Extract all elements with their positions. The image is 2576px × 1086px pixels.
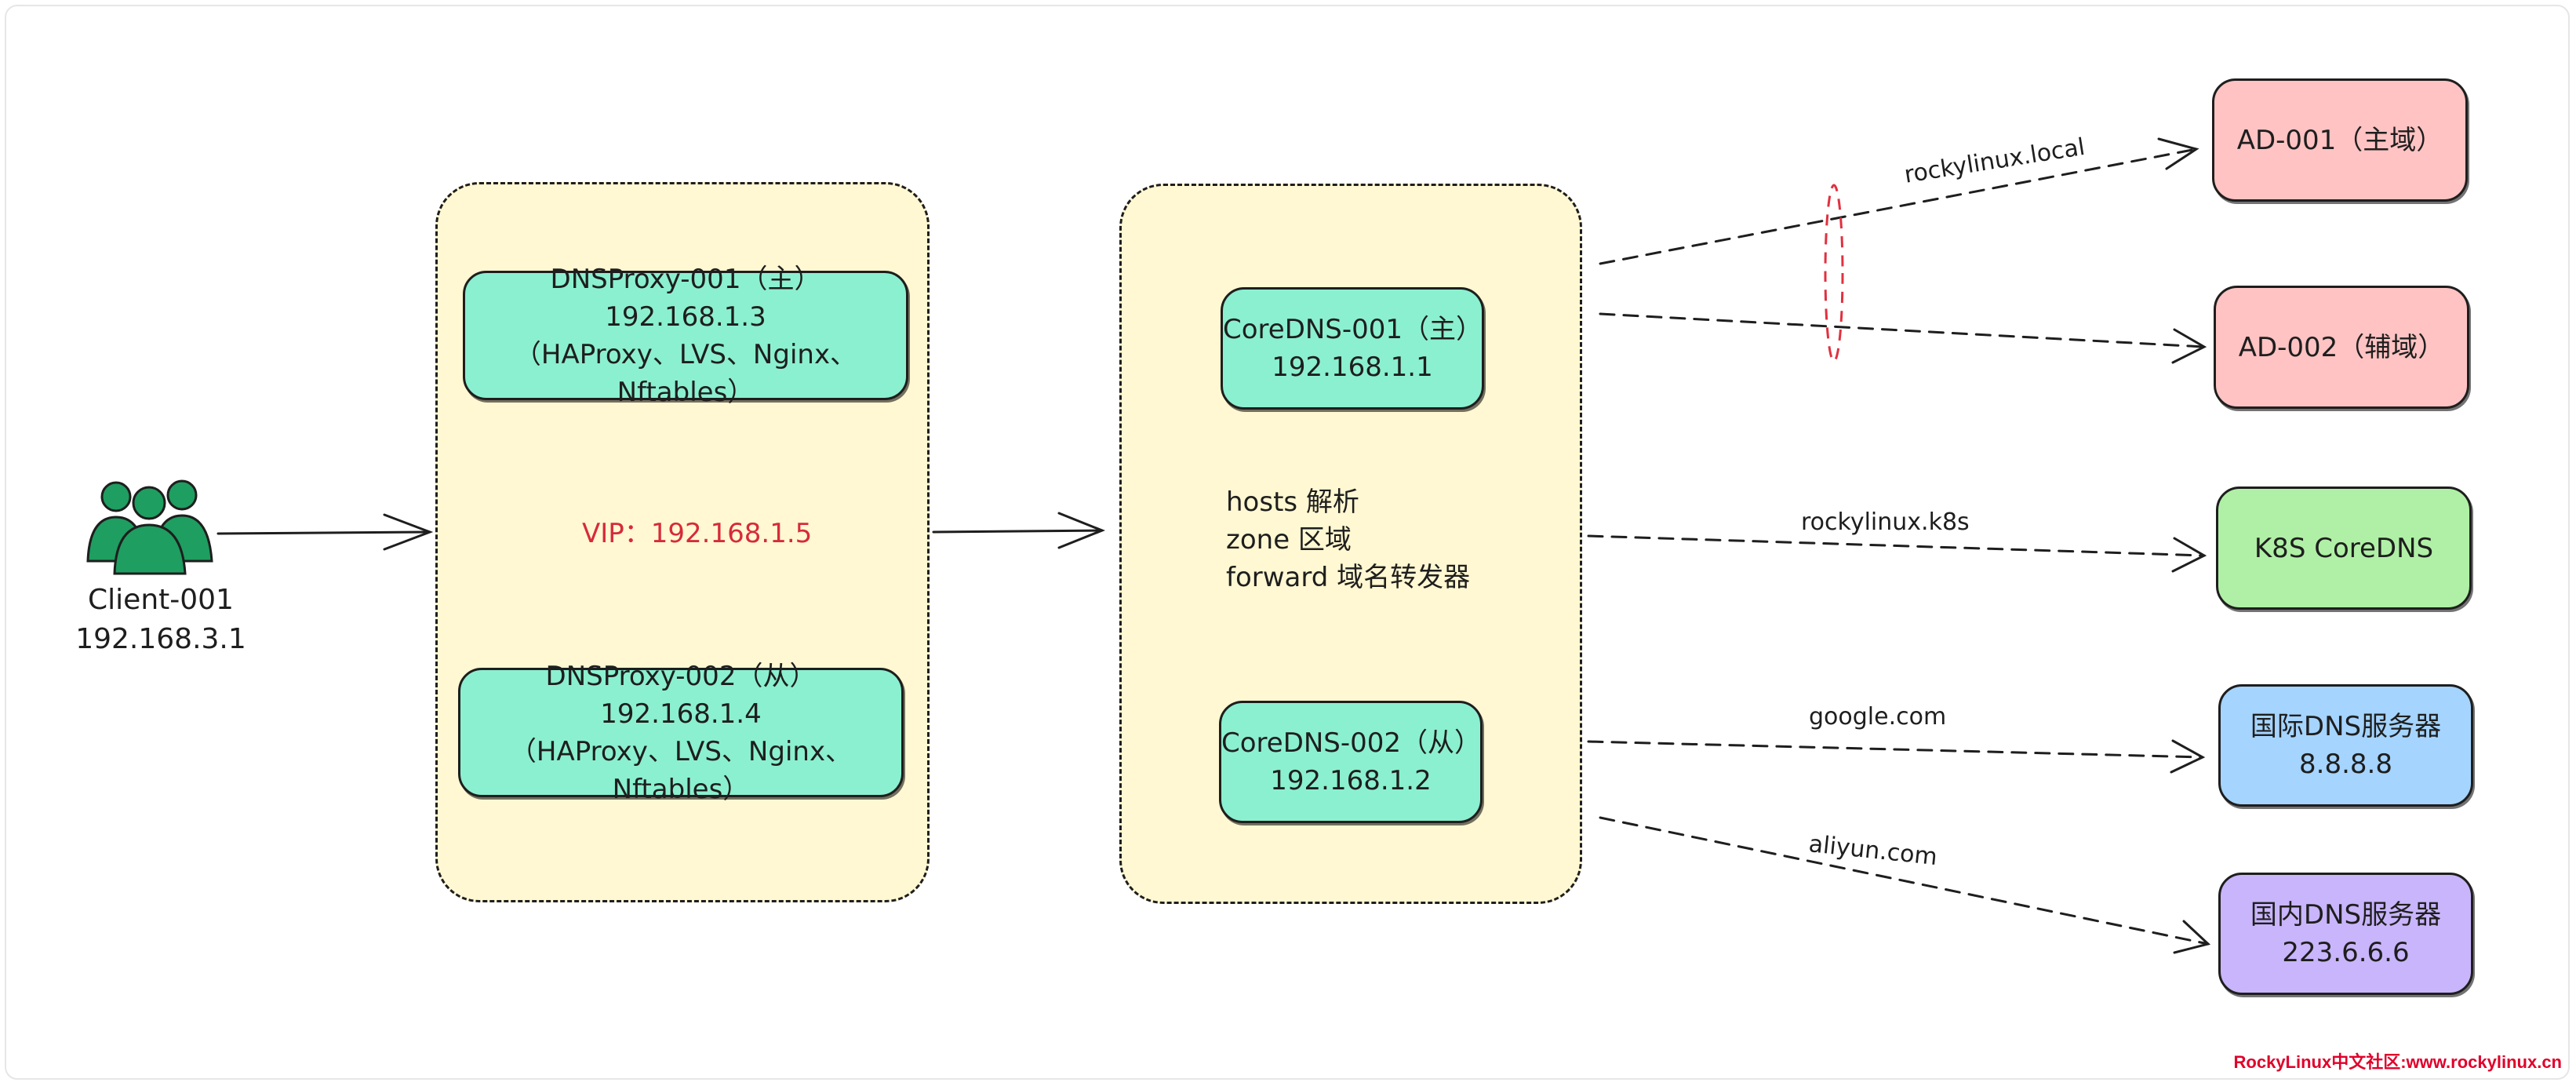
arrow-client-to-proxy-head — [383, 513, 434, 551]
k8s-coredns-title: K8S CoreDNS — [2254, 532, 2434, 564]
cn-dns-title: 国内DNS服务器 — [2250, 899, 2442, 931]
dnsproxy-001-ip: 192.168.1.3 — [605, 301, 766, 333]
dnsproxy-002-ip: 192.168.1.4 — [600, 698, 762, 730]
coredns-002-node[interactable]: CoreDNS-002（从） 192.168.1.2 — [1219, 701, 1483, 823]
dnsproxy-002-title: DNSProxy-002（从） — [545, 660, 817, 692]
dashed-arrow-to-cn — [1599, 816, 2210, 946]
coredns-001-ip: 192.168.1.1 — [1272, 352, 1433, 383]
dnsproxy-002-tools: （HAProxy、LVS、Nginx、Nftables） — [509, 735, 853, 805]
coredns-001-title: CoreDNS-001（主） — [1223, 314, 1483, 345]
cn-dns-ip: 223.6.6.6 — [2282, 937, 2410, 968]
arrow-client-to-proxy — [216, 530, 431, 535]
coredns-001-node[interactable]: CoreDNS-001（主） 192.168.1.1 — [1221, 287, 1484, 410]
ad-002-title: AD-002（辅域） — [2238, 331, 2445, 363]
dnsproxy-001-tools: （HAProxy、LVS、Nginx、Nftables） — [514, 338, 857, 408]
vip-label: VIP：192.168.1.5 — [582, 518, 813, 549]
dashed-arrow-to-ad2 — [1599, 312, 2206, 348]
dnsproxy-001-node[interactable]: DNSProxy-001（主） 192.168.1.3 （HAProxy、LVS… — [463, 264, 908, 408]
coredns-002-title: CoreDNS-002（从） — [1221, 727, 1482, 759]
dnsproxy-001-title: DNSProxy-001（主） — [550, 263, 821, 295]
feature-zone: zone 区域 — [1226, 524, 1352, 556]
head-ad1 — [2157, 137, 2199, 170]
intl-dns-ip: 8.8.8.8 — [2299, 749, 2392, 780]
cn-dns-node[interactable]: 国内DNS服务器 223.6.6.6 — [2218, 873, 2473, 995]
ad-split-marker — [1824, 184, 1844, 363]
dashed-arrow-to-intl — [1587, 740, 2204, 759]
coredns-features: hosts 解析 zone 区域 forward 域名转发器 — [1226, 483, 1470, 596]
client-name: Client-001 — [88, 584, 234, 616]
feature-hosts: hosts 解析 — [1226, 487, 1359, 518]
dashed-arrow-to-ad1 — [1599, 148, 2198, 265]
head-k8s — [2171, 537, 2207, 573]
dashed-arrow-to-k8s — [1587, 534, 2206, 557]
feature-forward: forward 域名转发器 — [1226, 562, 1471, 593]
coredns-002-ip: 192.168.1.2 — [1270, 765, 1432, 796]
edge-label-intl-domain: google.com — [1809, 703, 1947, 731]
client-label: Client-001 192.168.3.1 — [71, 581, 251, 659]
ad-001-title: AD-001（主域） — [2236, 124, 2443, 156]
head-intl — [2170, 739, 2206, 774]
canvas-frame — [5, 5, 2570, 1080]
arrow-proxy-to-coredns-head — [1057, 512, 1106, 549]
intl-dns-node[interactable]: 国际DNS服务器 8.8.8.8 — [2218, 684, 2473, 807]
dnsproxy-002-node[interactable]: DNSProxy-002（从） 192.168.1.4 （HAProxy、LVS… — [458, 661, 904, 805]
client-ip: 192.168.3.1 — [75, 623, 246, 655]
ad-002-node[interactable]: AD-002（辅域） — [2214, 286, 2469, 409]
footer-brand: RockyLinux中文社区:www.rockylinux.cn — [2233, 1052, 2562, 1072]
users-icon — [86, 479, 213, 575]
ad-001-node[interactable]: AD-001（主域） — [2212, 78, 2468, 202]
head-cn — [2173, 920, 2211, 954]
edge-label-k8s-domain: rockylinux.k8s — [1801, 508, 1970, 536]
arrow-proxy-to-coredns — [932, 529, 1104, 534]
head-ad2 — [2171, 328, 2207, 364]
intl-dns-title: 国际DNS服务器 — [2250, 711, 2442, 742]
k8s-coredns-node[interactable]: K8S CoreDNS — [2216, 487, 2472, 610]
